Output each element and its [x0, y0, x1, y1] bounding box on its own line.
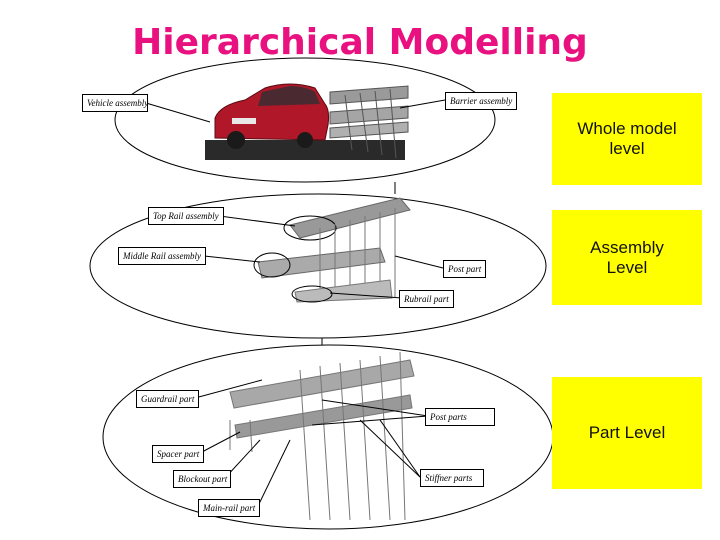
- parts-image: [229, 351, 415, 521]
- assembly-ellipse: [89, 193, 547, 339]
- post-part-label: Post part: [443, 260, 487, 278]
- assembly-level-text: Assembly Level: [590, 237, 664, 277]
- vehicle-assembly-label: Vehicle assembly: [82, 94, 148, 112]
- post-assembly-image: [291, 208, 396, 303]
- barrier-image: [329, 85, 409, 159]
- rubrail-part-label: Rubrail part: [399, 290, 454, 308]
- whole-model-level-box: Whole model level: [552, 93, 702, 185]
- whole-model-ellipse: [114, 57, 496, 183]
- part-level-box: Part Level: [552, 377, 702, 489]
- barrier-assembly-label: Barrier assembly: [445, 92, 518, 110]
- top-rail-image: [283, 197, 411, 241]
- part-ellipse: [102, 344, 554, 530]
- post-parts-label: Post parts: [425, 408, 495, 426]
- part-level-text: Part Level: [588, 423, 666, 442]
- assembly-level-box: Assembly Level: [552, 210, 702, 305]
- top-rail-assembly-label: Top Rail assembly: [148, 207, 224, 225]
- spacer-part-label: Spacer part: [152, 445, 205, 463]
- page-title: Hierarchical Modelling: [132, 22, 588, 63]
- main-rail-part-label: Main-rail part: [198, 499, 261, 517]
- guardrail-part-label: Guardrail part: [136, 390, 200, 408]
- stiffner-parts-label: Stiffner parts: [420, 469, 484, 487]
- blockout-part-label: Blockout part: [173, 470, 231, 488]
- middle-rail-assembly-label: Middle Rail assembly: [118, 247, 206, 265]
- middle-rail-image: [253, 247, 386, 279]
- whole-model-level-text: Whole model level: [577, 119, 677, 158]
- vehicle-image: [205, 83, 405, 160]
